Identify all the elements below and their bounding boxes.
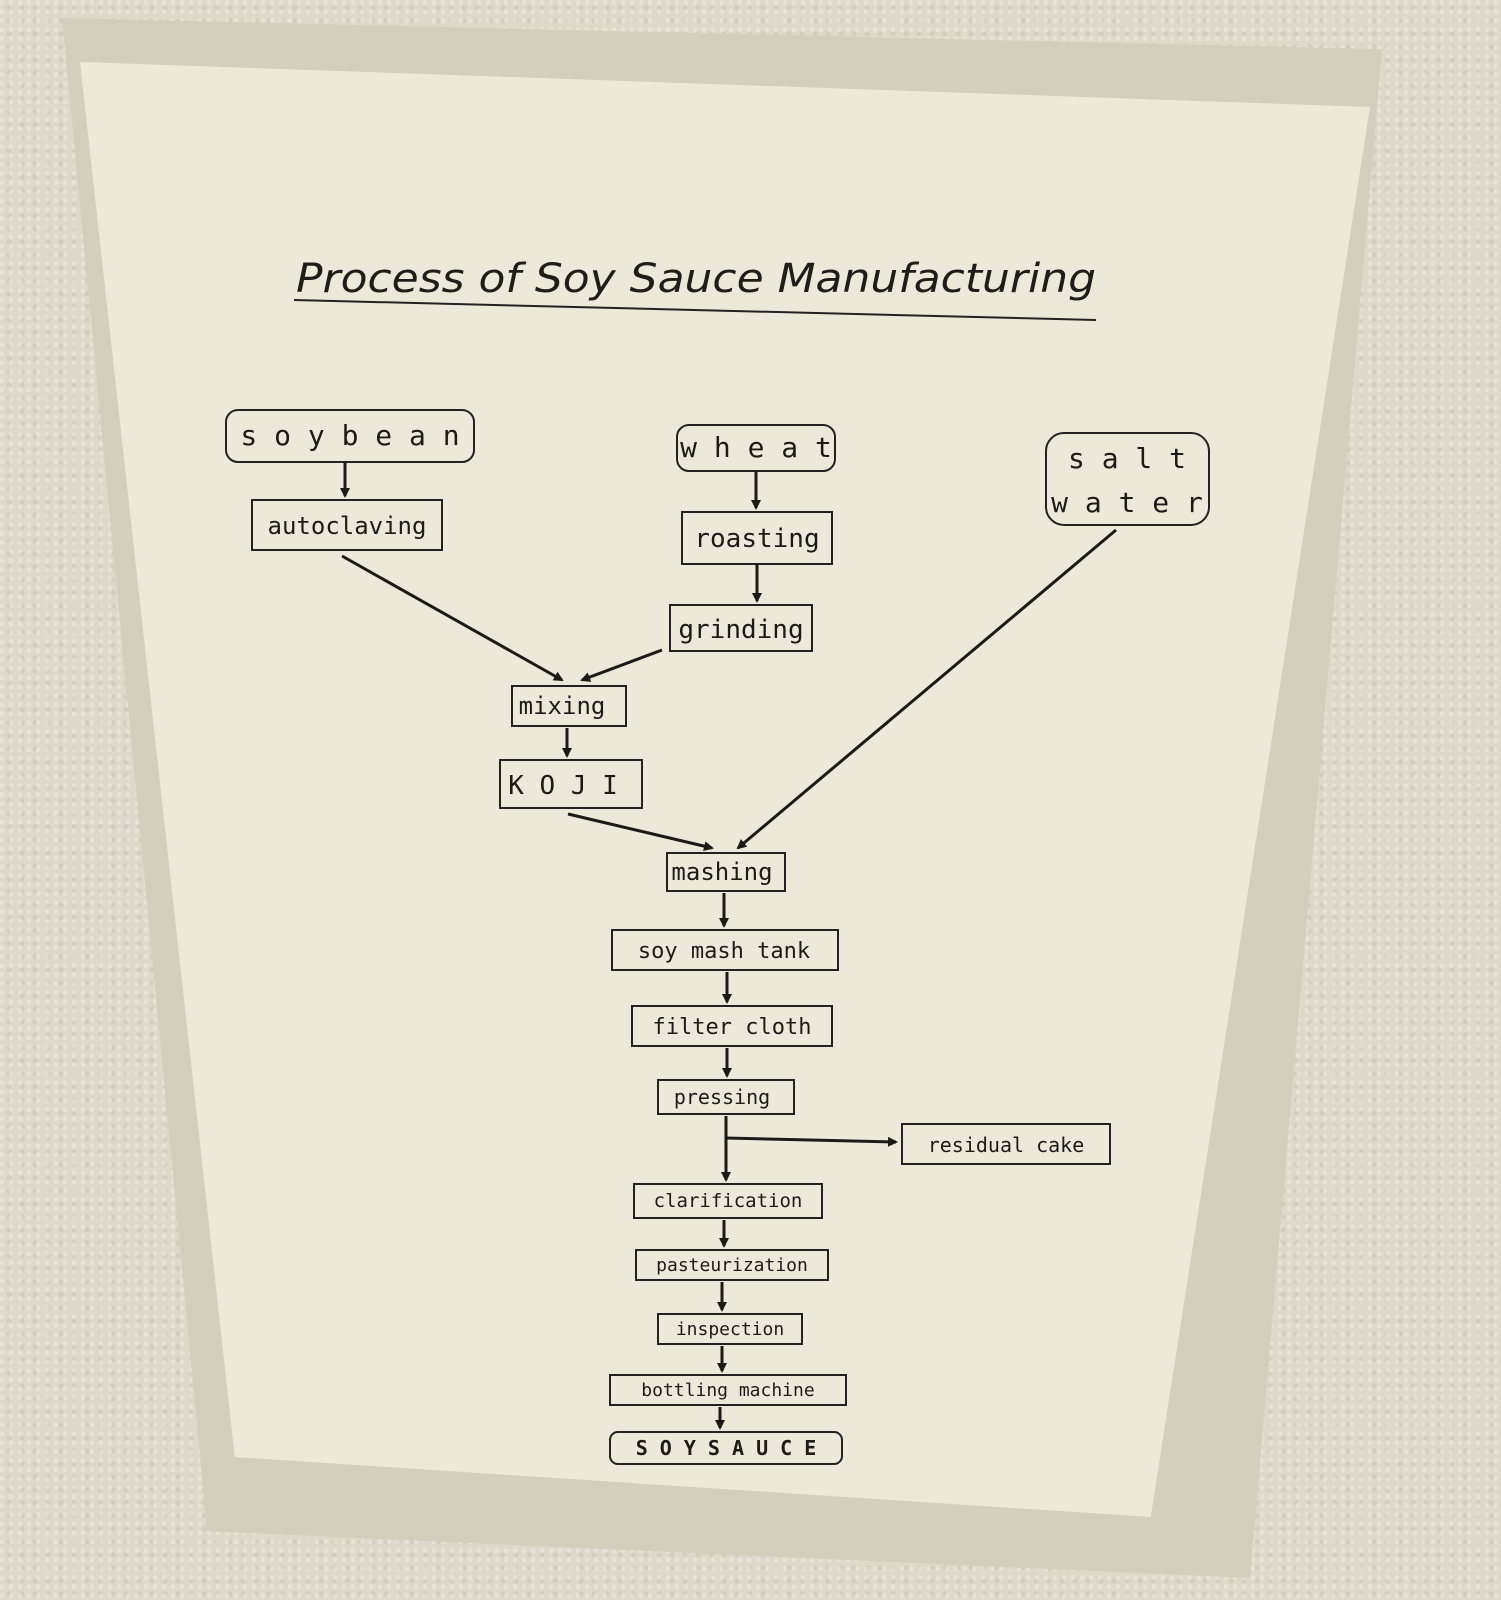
node-grinding: grinding bbox=[669, 604, 813, 652]
node-roasting-label: roasting bbox=[694, 524, 819, 554]
node-filter-cloth: filter cloth bbox=[631, 1005, 833, 1047]
node-filter-cloth-label: filter cloth bbox=[653, 1015, 812, 1040]
node-pressing-label: pressing bbox=[674, 1085, 770, 1109]
node-roasting: roasting bbox=[681, 511, 833, 565]
node-koji: K O J I bbox=[499, 759, 643, 809]
node-koji-label: K O J I bbox=[508, 771, 618, 801]
node-soy-mash-tank: soy mash tank bbox=[611, 929, 839, 971]
node-inspection: inspection bbox=[657, 1313, 803, 1345]
node-soy-mash-tank-label: soy mash tank bbox=[638, 939, 810, 964]
node-mixing: mixing bbox=[511, 685, 627, 727]
edge-grinding-mixing bbox=[580, 648, 663, 682]
node-soy-sauce: S O Y S A U C E bbox=[609, 1431, 843, 1465]
node-clarification: clarification bbox=[633, 1183, 823, 1219]
node-wheat: w h e a t bbox=[676, 424, 836, 472]
node-bottling-machine-label: bottling machine bbox=[641, 1380, 814, 1401]
node-grinding-label: grinding bbox=[678, 615, 803, 645]
diagram-title: Process of Soy Sauce Manufacturing bbox=[296, 256, 1096, 302]
node-residual-cake-label: residual cake bbox=[928, 1133, 1085, 1157]
node-mixing-label: mixing bbox=[519, 692, 606, 720]
node-pasteurization-label: pasteurization bbox=[656, 1255, 808, 1276]
node-soy-sauce-label: S O Y S A U C E bbox=[636, 1436, 817, 1460]
node-wheat-label: w h e a t bbox=[680, 431, 832, 464]
node-clarification-label: clarification bbox=[654, 1190, 803, 1212]
node-soy-bean-label: s o y b e a n bbox=[240, 419, 459, 452]
node-pressing: pressing bbox=[657, 1079, 795, 1115]
node-residual-cake: residual cake bbox=[901, 1123, 1111, 1165]
node-mashing: mashing bbox=[666, 852, 786, 892]
node-autoclaving: autoclaving bbox=[251, 499, 443, 551]
node-autoclaving-label: autoclaving bbox=[268, 512, 427, 540]
node-bottling-machine: bottling machine bbox=[609, 1374, 847, 1406]
node-mashing-label: mashing bbox=[671, 858, 772, 886]
node-soy-bean: s o y b e a n bbox=[225, 409, 475, 463]
node-inspection-label: inspection bbox=[676, 1319, 784, 1340]
edge-saltwater-mashing bbox=[736, 528, 1117, 850]
node-salt-water-label-line2: w a t e r bbox=[1051, 486, 1203, 519]
node-salt-water-label-line1: s a l t bbox=[1068, 442, 1186, 475]
paper-sheet bbox=[80, 62, 1370, 1517]
edge-autoclaving-mixing bbox=[341, 554, 564, 682]
node-salt-water: s a l t w a t e r bbox=[1045, 432, 1210, 526]
node-pasteurization: pasteurization bbox=[635, 1249, 829, 1281]
title-underline bbox=[293, 299, 1097, 321]
edge-koji-mashing bbox=[567, 812, 714, 852]
edge-pressing-residualcake bbox=[725, 1136, 898, 1147]
